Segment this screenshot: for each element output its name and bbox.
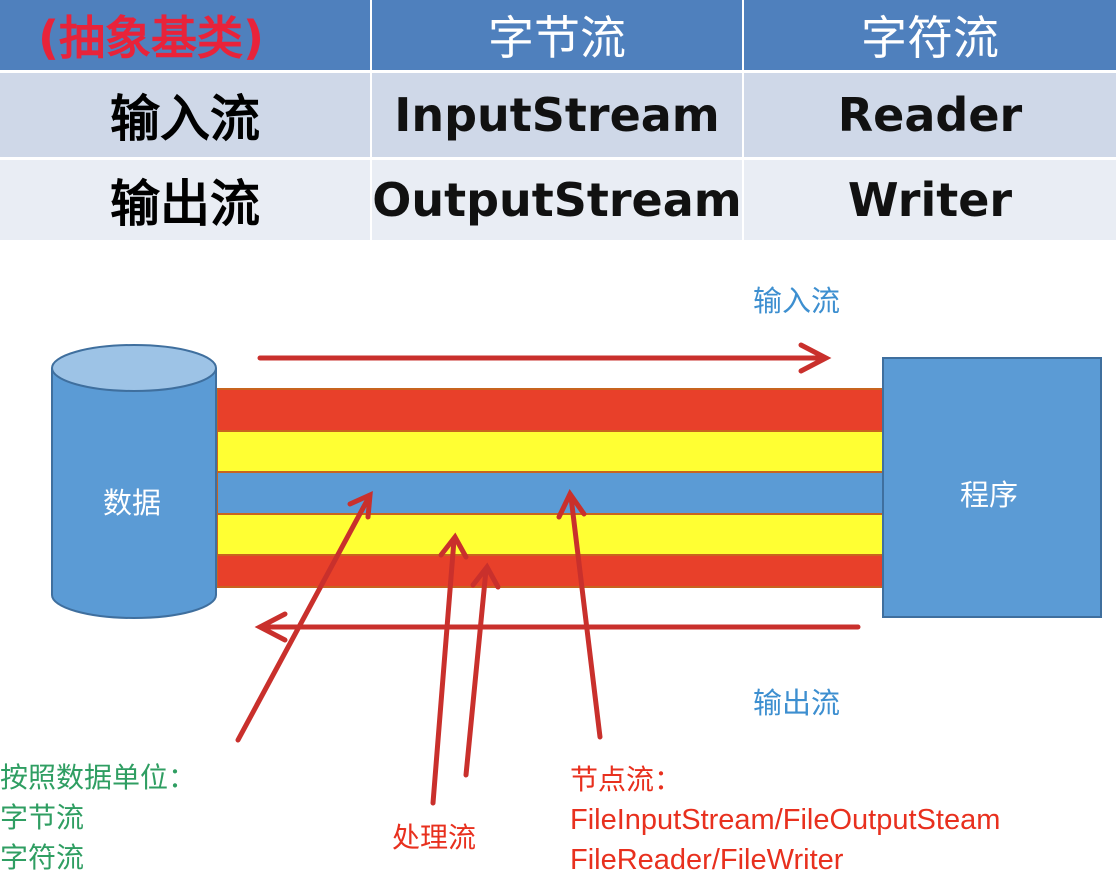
reader-cell: Reader [744,73,1116,160]
unit-pointer-arrow [235,490,373,743]
char-stream-header: 字符流 [744,0,1116,74]
table-row: 输入流 InputStream Reader [0,73,1116,160]
byte-stream-header: 字节流 [372,0,744,74]
pipe-stripe-red-bottom [216,554,886,588]
data-unit-note: 按照数据单位： 字节流 字符流 [0,758,196,878]
stream-pipe [216,388,886,588]
processing-stream-label: 处理流 [392,821,477,854]
node-note-file-reader-writer: FileReader/FileWriter [570,844,844,876]
pipe-stripe-blue [216,471,886,515]
outputstream-cell: OutputStream [372,159,744,240]
writer-cell: Writer [744,159,1116,240]
unit-note-byte: 字节流 [0,801,85,834]
node-stream-note: 节点流： FileInputStream/FileOutputSteam Fil… [570,760,1000,880]
node-pointer-arrow [556,489,603,740]
processing-pointer-arrow-1 [430,532,469,806]
pipe-stripe-yellow-bottom [216,513,886,556]
processing-pointer-arrow-2 [463,562,501,778]
output-stream-label: 输出流 [753,686,841,720]
pointer-arrows [235,489,603,806]
inputstream-cell: InputStream [372,73,744,160]
output-stream-row-label: 输出流 [0,159,372,240]
unit-note-char: 字符流 [0,841,85,874]
table-row: 输出流 OutputStream Writer [0,159,1116,240]
io-stream-table: (抽象基类) 字节流 字符流 输入流 InputStream Reader 输出… [0,0,1116,240]
unit-note-title: 按照数据单位： [0,761,197,794]
node-note-file-stream: FileInputStream/FileOutputSteam [570,804,1001,836]
program-box [882,357,1102,618]
diagram-graphics [51,342,1102,806]
input-stream-label: 输入流 [753,284,841,318]
pipe-stripe-red-top [216,388,886,432]
table-header-row: (抽象基类) 字节流 字符流 [0,0,1116,74]
pipe-stripe-yellow-top [216,430,886,473]
stream-diagram: 输入流 输出流 数据 程序 按照数据单位： 字节流 字符流 处理流 节点流： F… [0,240,1116,878]
node-note-title: 节点流： [570,763,683,796]
data-label: 数据 [103,486,162,520]
input-stream-row-label: 输入流 [0,73,372,160]
data-cylinder [51,344,217,619]
output-arrow [254,611,861,643]
input-arrow [257,342,832,374]
abstract-base-class-header: (抽象基类) [0,0,372,74]
program-label: 程序 [960,478,1019,512]
